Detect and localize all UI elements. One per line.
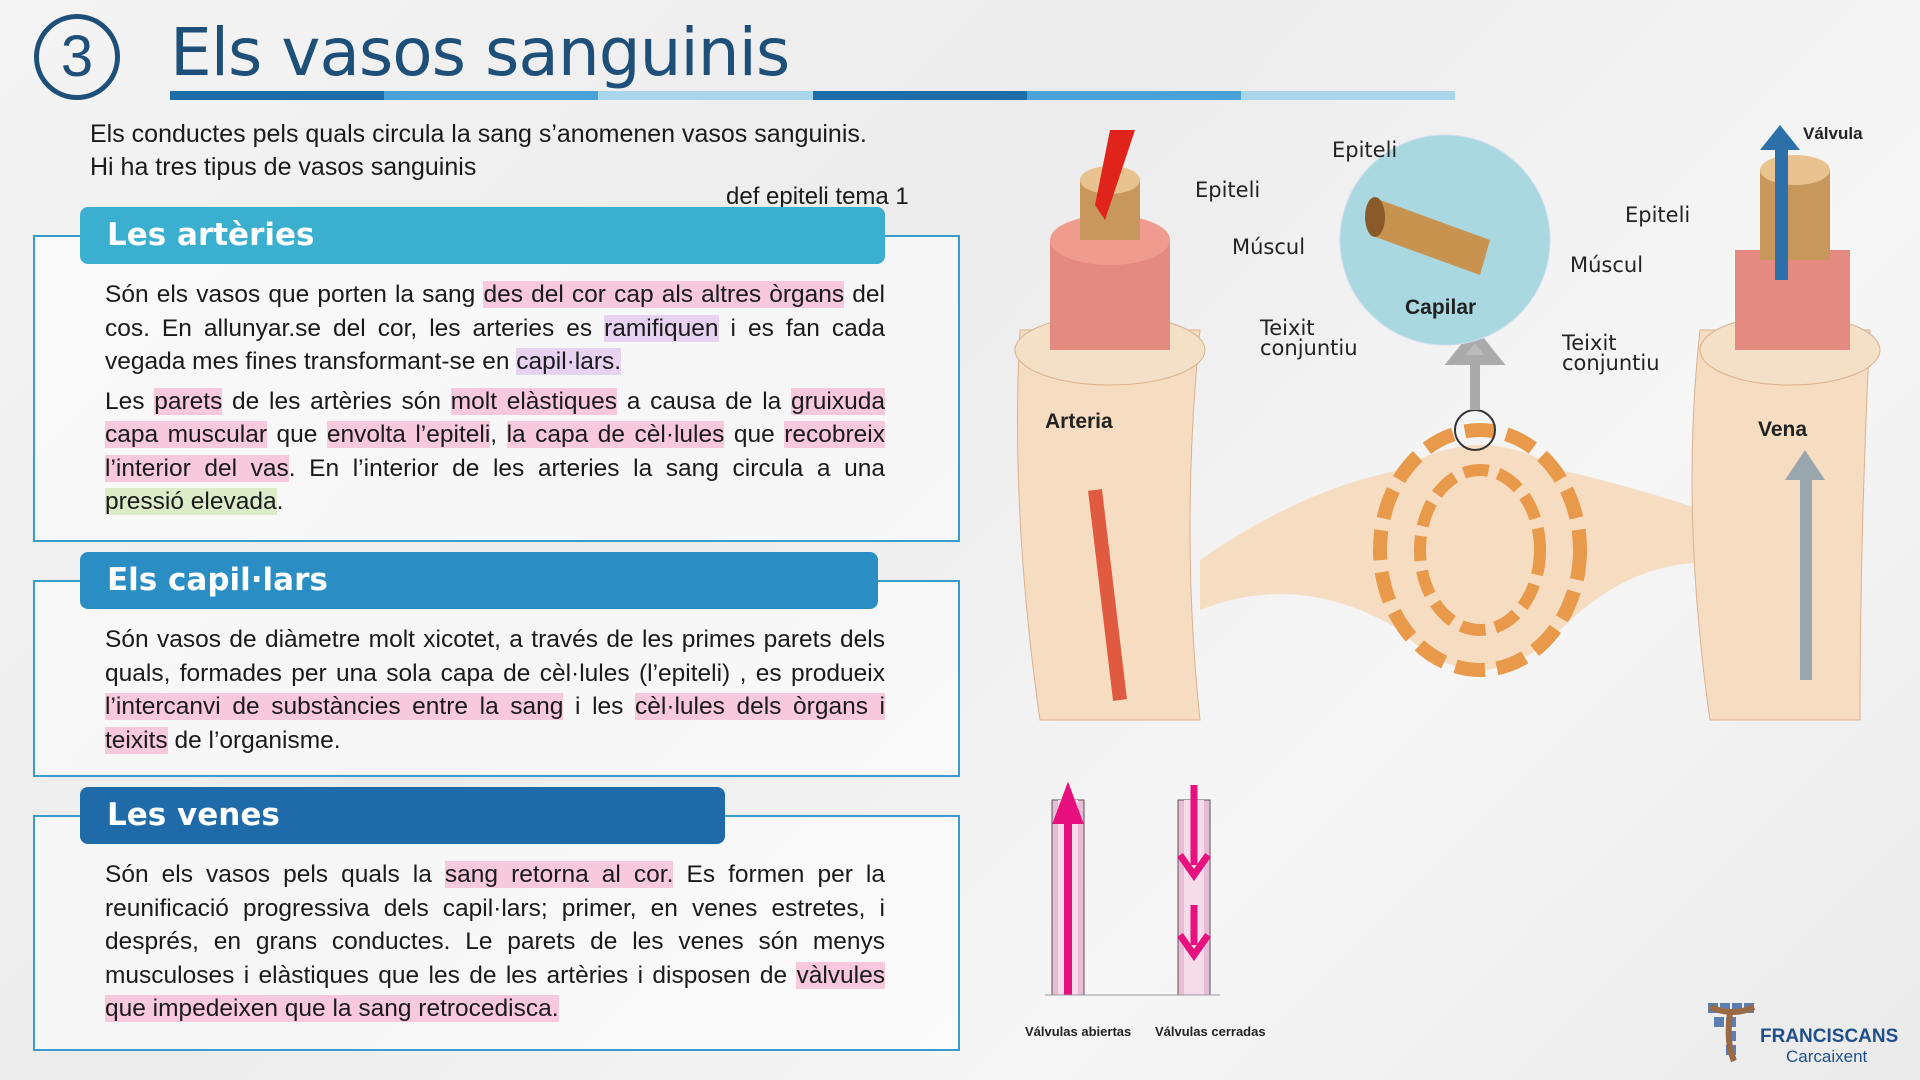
title-underline: [170, 91, 1456, 100]
text-segment: i es fan cada vegada mes fines transform…: [105, 314, 886, 376]
label-capillary: Capilar: [1405, 296, 1477, 319]
label-artery-connective: Teixit conjuntiu: [1260, 316, 1358, 360]
arteries-header: Les artèries: [80, 207, 885, 264]
capillary-network: [1200, 326, 1760, 677]
underline-segment: [598, 91, 813, 100]
highlighted-text: capil·lars.: [516, 348, 622, 375]
vein-illustration: [1691, 125, 1881, 721]
text-segment: . En l’interior de les arteries la sang …: [288, 454, 885, 482]
capillaries-body: Són vasos de diàmetre molt xicotet, a tr…: [105, 623, 885, 763]
underline-segment: [812, 91, 1027, 100]
arteries-body: Són els vasos que porten la sang des del…: [105, 278, 885, 525]
label-artery-muscle: Múscul: [1232, 235, 1306, 259]
underline-segment: [1026, 91, 1241, 100]
text-segment: .: [276, 488, 284, 515]
text-segment: Són vasos de diàmetre molt xicotet, a tr…: [105, 626, 885, 687]
text-segment: de l’organisme.: [167, 726, 341, 754]
label-artery: Arteria: [1045, 410, 1113, 433]
text-segment: i les: [563, 693, 636, 720]
paragraph: Són vasos de diàmetre molt xicotet, a tr…: [105, 623, 885, 757]
blood-vessels-diagram: [1014, 125, 1881, 721]
paragraph: Són els vasos pels quals la sang retorna…: [105, 858, 885, 1026]
highlighted-text: ramifiquen: [604, 314, 719, 342]
note-text: def epiteli tema 1: [726, 183, 909, 210]
underline-segment: [1240, 91, 1456, 100]
capillaries-box: [33, 580, 960, 777]
text-segment: ,: [490, 421, 507, 448]
logo-name: FRANCISCANS: [1760, 1026, 1899, 1047]
underline-segment: [384, 91, 599, 100]
label-valve: Válvula: [1803, 124, 1863, 143]
valves-diagram: [1045, 781, 1220, 996]
highlighted-text: parets: [154, 387, 223, 415]
label-artery-epithelium: Epiteli: [1195, 178, 1261, 202]
veins-header: Les venes: [80, 787, 725, 844]
highlighted-text: l’intercanvi de substàncies entre la san…: [105, 693, 564, 720]
artery-illustration: [1014, 130, 1206, 721]
capillary-zoom-circle: [1339, 134, 1551, 346]
text-segment: Són els vasos pels quals la: [105, 861, 445, 888]
highlighted-text: des del cor cap als altres òrgans: [483, 281, 845, 308]
label-vein: Vena: [1758, 418, 1808, 441]
label-valves-open: Válvulas abiertas: [1025, 1024, 1132, 1039]
text-segment: del cos. En allunyar.se del cor, les art…: [105, 281, 885, 342]
highlighted-text: envolta l’epiteli: [326, 421, 491, 448]
label-valves-closed: Válvulas cerradas: [1155, 1024, 1266, 1039]
label-vein-muscle: Múscul: [1570, 253, 1644, 277]
intro-line-2: Hi ha tres tipus de vasos sanguinis: [90, 153, 477, 181]
text-segment: que: [724, 421, 785, 448]
intro-line-1: Els conductes pels quals circula la sang…: [90, 120, 867, 148]
label-vein-connective: Teixit conjuntiu: [1562, 331, 1660, 375]
franciscans-logo-icon: [1708, 1003, 1758, 1063]
highlighted-text: sang retorna al cor.: [444, 861, 674, 888]
text-segment: a causa de la: [617, 387, 792, 415]
text-segment: que: [267, 421, 327, 448]
underline-segment: [170, 91, 385, 100]
label-vein-epithelium: Epiteli: [1625, 203, 1691, 227]
highlighted-text: pressió elevada: [105, 488, 277, 515]
paragraph: Són els vasos que porten la sang des del…: [105, 278, 885, 379]
highlighted-text: la capa de cèl·lules: [506, 421, 725, 448]
logo-place: Carcaixent: [1786, 1047, 1868, 1066]
highlighted-text: molt elàstiques: [450, 387, 618, 415]
section-number: 3: [34, 14, 120, 100]
text-segment: Es formen per la reunificació progressiv…: [105, 861, 885, 989]
veins-body: Són els vasos pels quals la sang retorna…: [105, 858, 885, 1032]
label-capillary-epithelium: Epiteli: [1332, 138, 1398, 162]
capillaries-header: Els capil·lars: [80, 552, 878, 609]
text-segment: Són els vasos que porten la sang: [105, 281, 484, 308]
page-title: Els vasos sanguinis: [170, 14, 790, 91]
text-segment: Les: [105, 387, 155, 415]
text-segment: de les artèries són: [222, 387, 451, 415]
paragraph: Les parets de les artèries són molt elàs…: [105, 385, 885, 519]
